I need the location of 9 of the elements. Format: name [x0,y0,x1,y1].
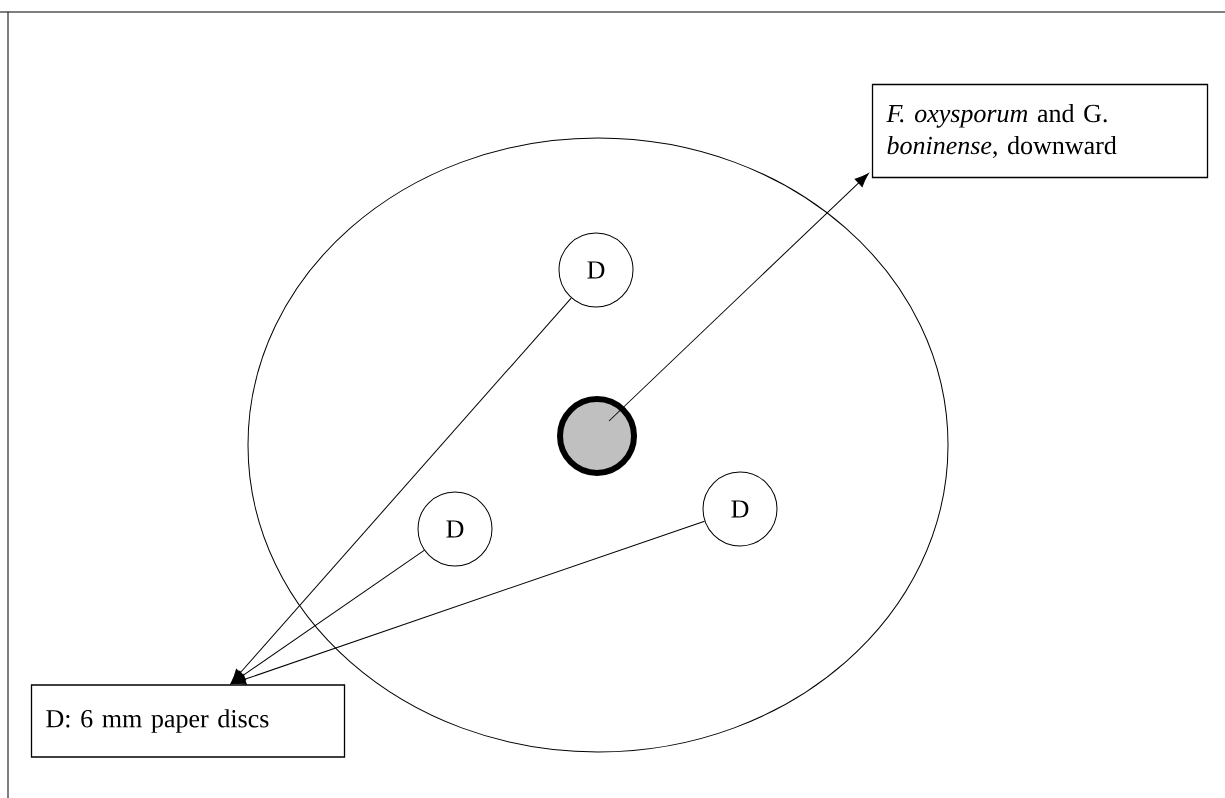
label-box: F. oxysporum and G. boninense, downward [871,83,1209,179]
paper-disc: D [558,232,634,308]
label-box: D: 6 mm paper discs [30,684,346,758]
arrow [231,520,706,685]
fungal-plug [557,396,637,476]
paper-disc: D [417,491,493,567]
arrow [608,173,869,422]
paper-disc: D [702,471,778,547]
arrow [230,297,572,684]
